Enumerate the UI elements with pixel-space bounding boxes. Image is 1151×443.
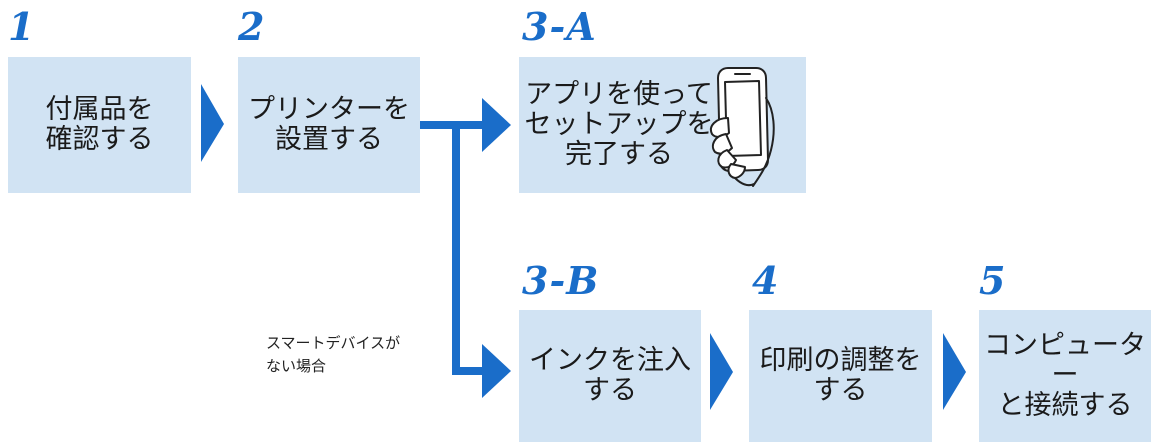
step-box-fill-ink: インクを注入 する [519, 310, 701, 442]
step-label-3b: インクを注入 する [529, 345, 691, 406]
step-box-app-setup: アプリを使って セットアップを 完了する [519, 57, 806, 193]
arrowhead-to-3b [482, 344, 511, 398]
step-label-3a: アプリを使って セットアップを 完了する [524, 79, 714, 170]
step-label-2: プリンターを 設置する [248, 94, 410, 155]
step-box-print-adjust: 印刷の調整を する [749, 310, 932, 442]
step-number-3b: 3-B [522, 258, 600, 303]
step-box-install-printer: プリンターを 設置する [238, 57, 420, 193]
chevron-arrow-4-5 [943, 333, 966, 410]
chevron-arrow-3b-4 [710, 333, 733, 410]
step-label-1: 付属品を 確認する [45, 94, 154, 155]
step-number-5: 5 [979, 258, 1007, 303]
branch-note-no-smart-device: スマートデバイスが ない場合 [266, 334, 401, 376]
step-number-3a: 3-A [522, 4, 597, 49]
branch-line-horizontal-bottom [452, 367, 498, 375]
step-box-check-accessories: 付属品を 確認する [8, 57, 191, 193]
step-label-4: 印刷の調整を する [759, 345, 922, 406]
step-number-2: 2 [238, 4, 266, 49]
step-number-1: 1 [8, 4, 36, 49]
step-number-4: 4 [752, 258, 780, 303]
branch-line-vertical [452, 121, 460, 375]
arrowhead-to-3a [482, 98, 511, 152]
step-label-5: コンピューター と接続する [984, 330, 1146, 421]
chevron-arrow-1-2-shape [201, 84, 224, 162]
step-box-connect-computer: コンピューター と接続する [979, 310, 1151, 442]
